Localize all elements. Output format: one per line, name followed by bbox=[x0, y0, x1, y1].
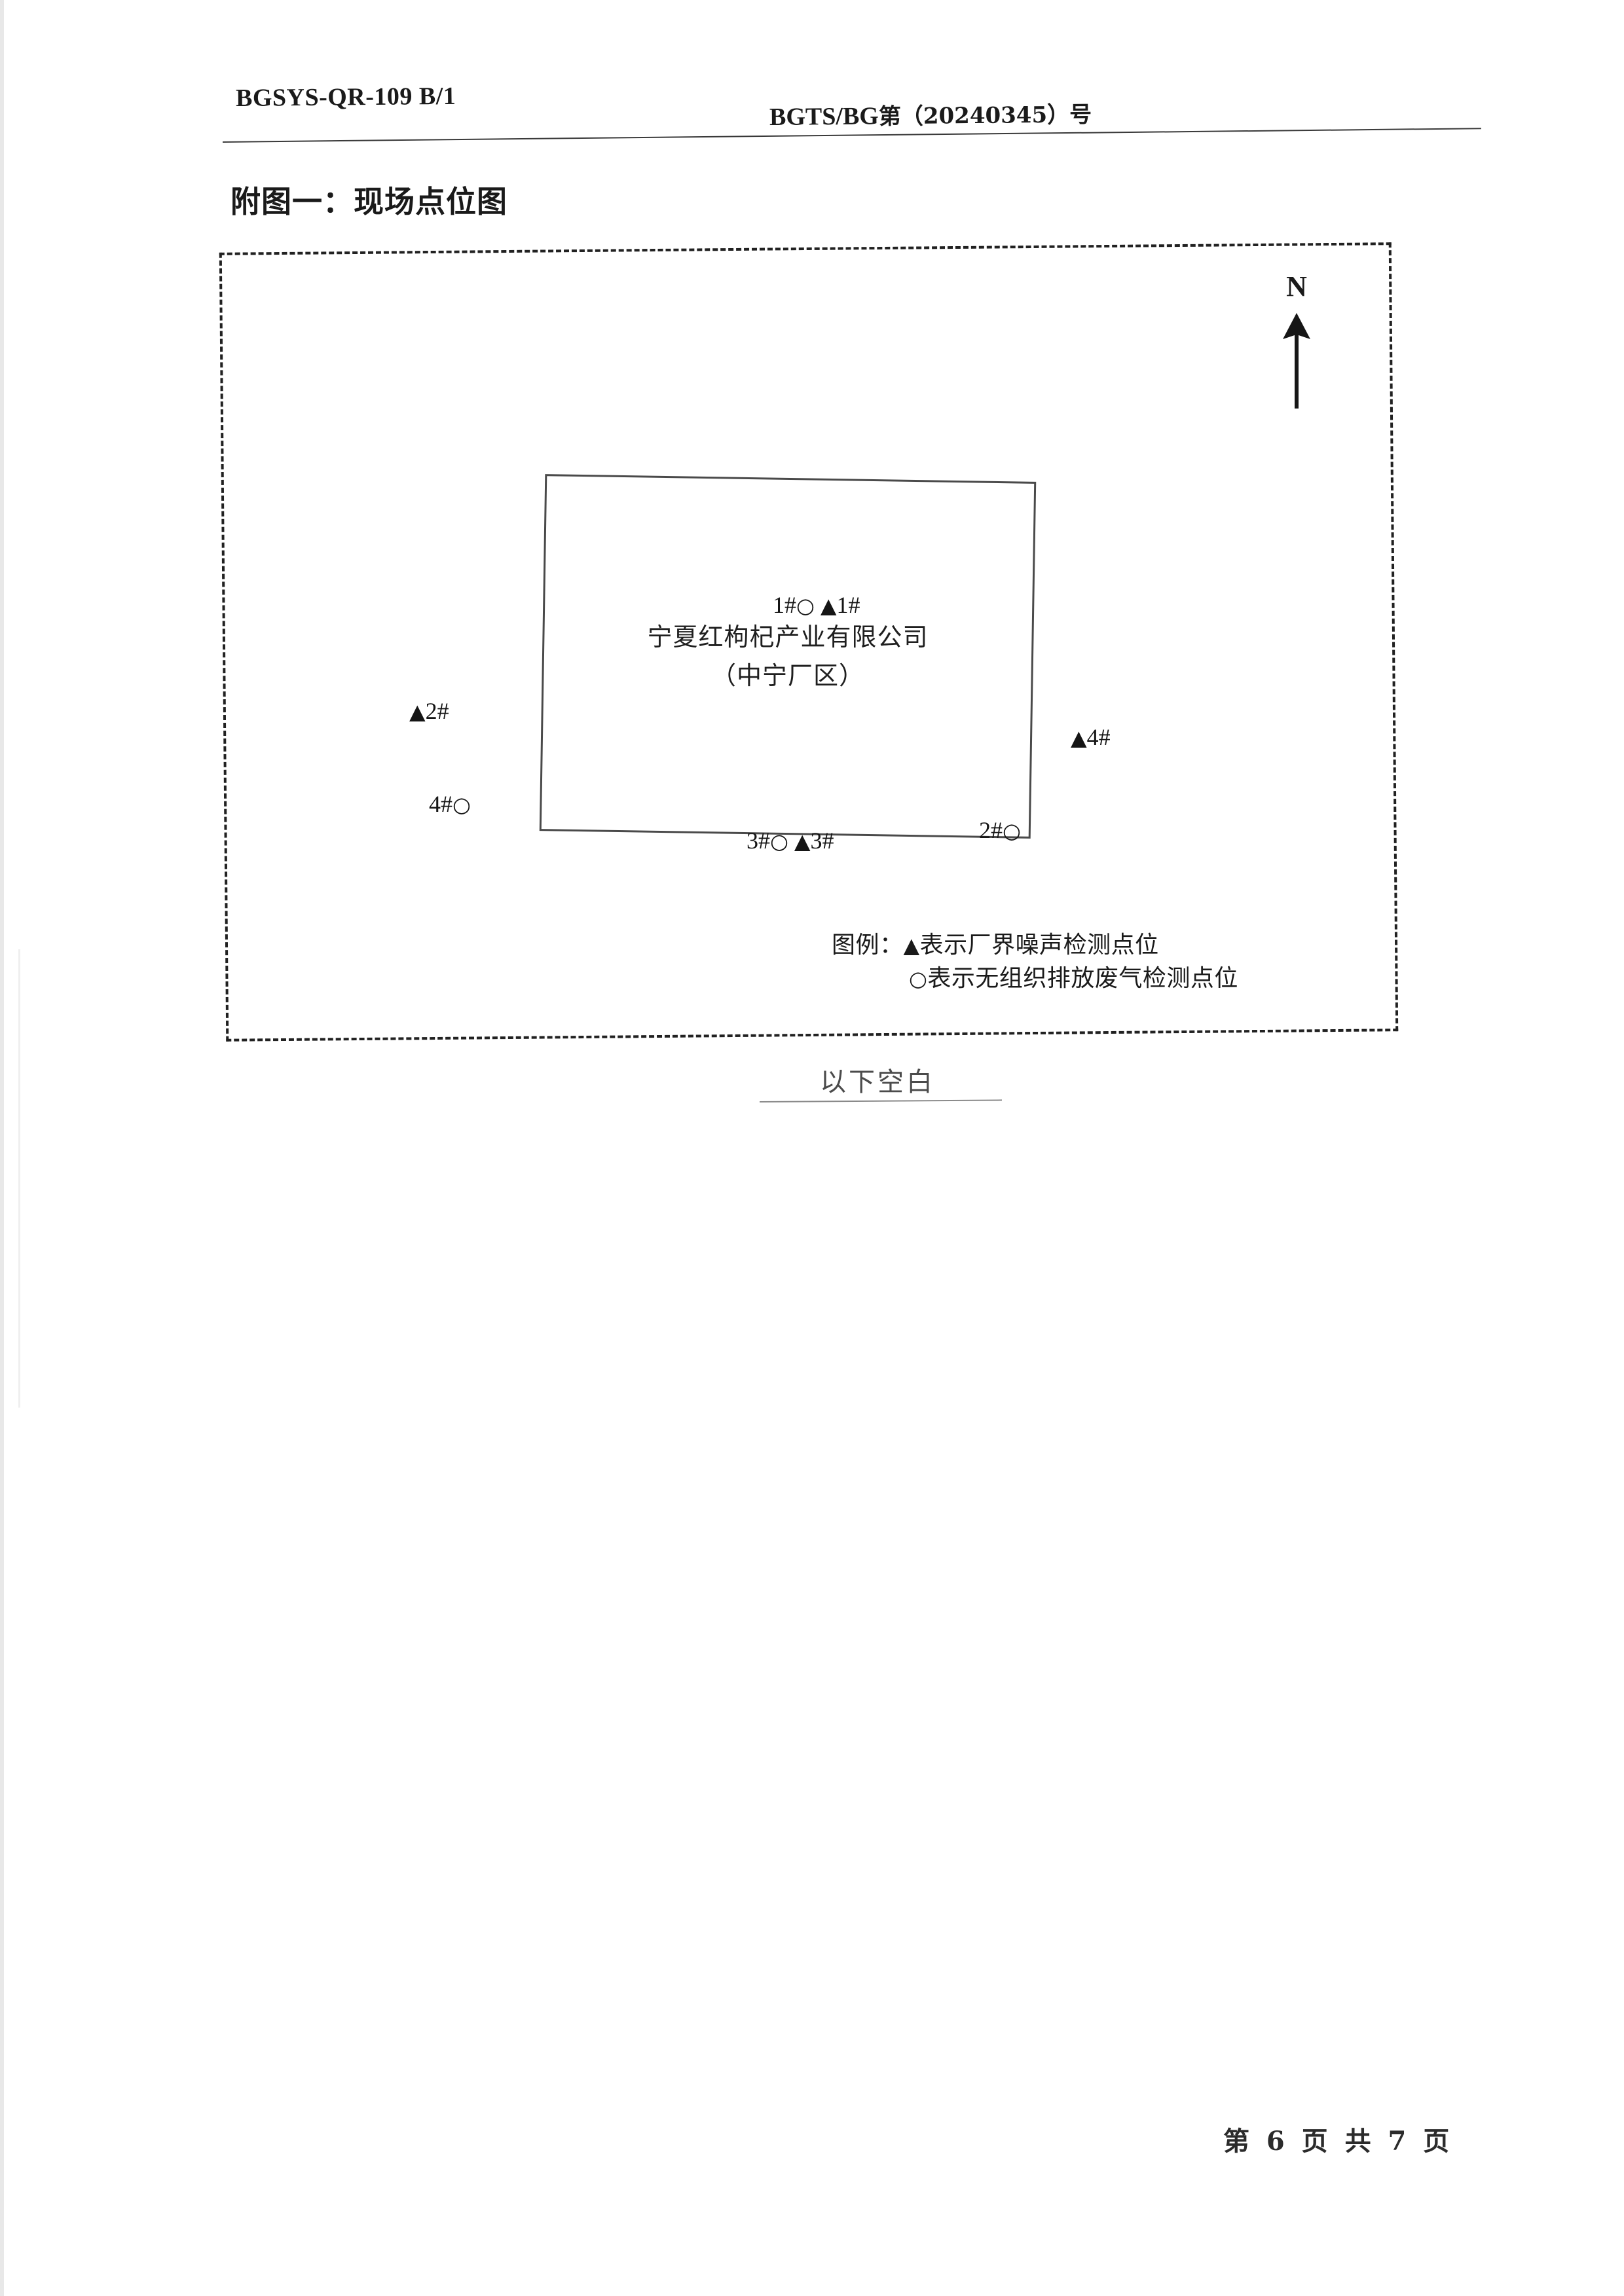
legend-gas-text: 表示无组织排放废气检测点位 bbox=[927, 965, 1238, 993]
point-label-4-triangle: 4# bbox=[1086, 724, 1111, 750]
triangle-icon: ▲ bbox=[794, 829, 811, 854]
figure-title: 附图一：现场点位图 bbox=[231, 184, 507, 219]
monitoring-point-southwest: 4#○ bbox=[429, 792, 471, 816]
blank-below-underline bbox=[759, 1099, 1002, 1102]
report-number: BGTS/BG第（20240345）号 bbox=[769, 96, 1092, 132]
legend-row-noise: 图例：▲表示厂界噪声检测点位 bbox=[832, 928, 1238, 962]
north-label: N bbox=[1286, 270, 1307, 302]
factory-name-line-2: （中宁厂区） bbox=[710, 661, 864, 690]
legend-prefix: 图例： bbox=[832, 932, 904, 958]
triangle-icon: ▲ bbox=[409, 699, 426, 724]
point-label-2-triangle: 2# bbox=[425, 698, 449, 724]
point-label-3-circle: 3# bbox=[747, 828, 770, 854]
circle-icon: ○ bbox=[770, 829, 788, 854]
monitoring-point-west: ▲2# bbox=[409, 699, 449, 723]
report-number-value: （20240345） bbox=[900, 101, 1070, 130]
blank-below-note: 以下空白 bbox=[820, 1067, 935, 1097]
factory-name: 宁夏红枸杞产业有限公司 （中宁厂区） bbox=[544, 480, 1031, 833]
page-header: BGSYS-QR-109 B/1 BGTS/BG第（20240345）号 bbox=[222, 82, 1481, 156]
point-label-3-triangle: 3# bbox=[810, 828, 834, 854]
page-footer: 第 6 页 共 7 页 bbox=[1223, 2126, 1454, 2157]
point-label-1-circle: 1# bbox=[773, 592, 796, 618]
monitoring-point-southeast: 2#○ bbox=[979, 818, 1021, 842]
monitoring-point-south: 3#○ ▲3# bbox=[747, 829, 834, 852]
circle-icon: ○ bbox=[452, 792, 471, 817]
point-label-1-triangle: 1# bbox=[836, 592, 860, 618]
point-label-4-circle: 4# bbox=[429, 791, 452, 817]
circle-icon: ○ bbox=[1003, 818, 1021, 843]
factory-boundary-rectangle: 宁夏红枸杞产业有限公司 （中宁厂区） bbox=[539, 474, 1037, 839]
circle-icon: ○ bbox=[796, 593, 815, 618]
report-number-hao: 号 bbox=[1069, 101, 1092, 128]
document-code: BGSYS-QR-109 B/1 bbox=[235, 82, 456, 112]
site-location-map: N 宁夏红枸杞产业有限公司 （中宁厂区） 1#○ ▲1# ▲2# ▲4# 4#○… bbox=[219, 242, 1399, 1042]
triangle-icon: ▲ bbox=[903, 933, 920, 958]
report-number-prefix: BGTS/BG bbox=[769, 102, 879, 131]
north-arrow: N bbox=[1267, 272, 1326, 410]
point-label-2-circle: 2# bbox=[979, 817, 1003, 843]
triangle-icon: ▲ bbox=[1071, 725, 1087, 750]
legend-noise-text: 表示厂界噪声检测点位 bbox=[919, 932, 1159, 958]
scan-edge-artifact bbox=[18, 949, 20, 1408]
north-arrow-icon bbox=[1283, 313, 1310, 409]
scan-edge-artifact bbox=[0, 0, 4, 2296]
map-legend: 图例：▲表示厂界噪声检测点位 ○表示无组织排放废气检测点位 bbox=[832, 928, 1238, 995]
monitoring-point-east: ▲4# bbox=[1071, 725, 1111, 749]
factory-name-line-1: 宁夏红枸杞产业有限公司 bbox=[647, 622, 929, 651]
triangle-icon: ▲ bbox=[820, 593, 837, 618]
report-number-di: 第 bbox=[878, 103, 902, 130]
monitoring-point-north: 1#○ ▲1# bbox=[773, 593, 860, 617]
legend-row-gas: ○表示无组织排放废气检测点位 bbox=[832, 962, 1238, 995]
circle-icon: ○ bbox=[909, 966, 928, 992]
